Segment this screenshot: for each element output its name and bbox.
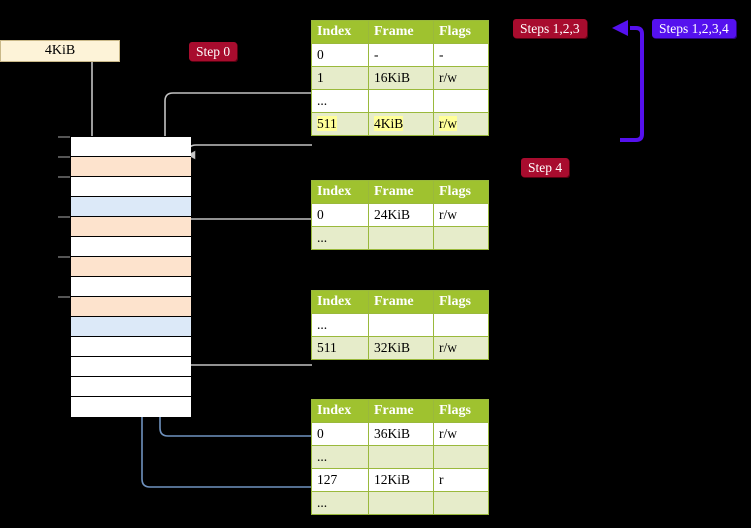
table-cell-index: 127 (311, 468, 369, 492)
highlighted-value: 511 (317, 116, 337, 131)
memory-tick-mark (58, 176, 70, 178)
column-header-index: Index (311, 20, 369, 44)
table-cell-flags: r (433, 468, 489, 492)
table-cell-frame: 4KiB (368, 112, 434, 136)
table-row: ... (311, 445, 489, 469)
memory-frame-white (71, 337, 191, 357)
badge-steps-123: Steps 1,2,3 (513, 19, 587, 38)
table-cell-flags (433, 491, 489, 515)
memory-frame-orange (71, 297, 191, 317)
table-cell-frame: 32KiB (368, 336, 434, 360)
column-header-frame: Frame (368, 399, 434, 423)
table-cell-flags (433, 445, 489, 469)
table-cell-frame (368, 313, 434, 337)
memory-frame-blue (71, 317, 191, 337)
highlighted-value: r/w (439, 116, 457, 131)
table-cell-index: ... (311, 313, 369, 337)
memory-frame-white (71, 397, 191, 417)
memory-tick-mark (58, 156, 70, 158)
table-cell-frame (368, 491, 434, 515)
column-header-index: Index (311, 399, 369, 423)
frame-label-box: 4KiB (0, 40, 120, 62)
column-header-flags: Flags (433, 290, 489, 314)
badge-step-0: Step 0 (189, 42, 238, 61)
column-header-frame: Frame (368, 290, 434, 314)
memory-tick-mark (58, 296, 70, 298)
table-cell-flags (433, 313, 489, 337)
table-cell-flags: r/w (433, 112, 489, 136)
table-cell-frame: - (368, 43, 434, 67)
table-cell-flags: r/w (433, 336, 489, 360)
column-header-frame: Frame (368, 180, 434, 204)
table-cell-frame: 24KiB (368, 203, 434, 227)
table-cell-index: ... (311, 445, 369, 469)
memory-tick-mark (58, 136, 70, 138)
column-header-index: Index (311, 290, 369, 314)
badge-step-4: Step 4 (521, 158, 570, 177)
memory-frame-white (71, 177, 191, 197)
memory-tick-mark (58, 216, 70, 218)
table-cell-flags (433, 226, 489, 250)
table-cell-index: 1 (311, 66, 369, 90)
memory-frame-orange (71, 257, 191, 277)
table-cell-frame (368, 226, 434, 250)
memory-frame-orange (71, 157, 191, 177)
table-row: ... (311, 226, 489, 250)
table-cell-index: 511 (311, 112, 369, 136)
table-row: ... (311, 89, 489, 113)
column-header-flags: Flags (433, 399, 489, 423)
table-row: ... (311, 313, 489, 337)
table-cell-index: ... (311, 491, 369, 515)
memory-frame-white (71, 237, 191, 257)
table-cell-flags: r/w (433, 422, 489, 446)
table-cell-index: 0 (311, 422, 369, 446)
table-cell-flags (433, 89, 489, 113)
memory-tick-mark (58, 256, 70, 258)
table-cell-index: 511 (311, 336, 369, 360)
table-cell-index: ... (311, 89, 369, 113)
highlighted-value: 4KiB (374, 116, 404, 131)
table-cell-index: 0 (311, 43, 369, 67)
column-header-index: Index (311, 180, 369, 204)
table-cell-index: ... (311, 226, 369, 250)
memory-frame-white (71, 137, 191, 157)
table-cell-frame (368, 445, 434, 469)
column-header-flags: Flags (433, 20, 489, 44)
table-cell-frame: 12KiB (368, 468, 434, 492)
table-cell-frame (368, 89, 434, 113)
badge-steps-1234: Steps 1,2,3,4 (652, 19, 736, 38)
memory-frame-white (71, 357, 191, 377)
memory-frame-white (71, 377, 191, 397)
memory-frame-white (71, 277, 191, 297)
memory-frame-orange (71, 217, 191, 237)
table-cell-flags: r/w (433, 66, 489, 90)
column-header-flags: Flags (433, 180, 489, 204)
table-cell-frame: 16KiB (368, 66, 434, 90)
column-header-frame: Frame (368, 20, 434, 44)
table-row: 0-- (311, 43, 489, 67)
table-cell-flags: r/w (433, 203, 489, 227)
table-cell-flags: - (433, 43, 489, 67)
table-row: 511 4KiB r/w (311, 112, 489, 136)
physical-memory-column (70, 136, 191, 417)
memory-frame-blue (71, 197, 191, 217)
table-cell-index: 0 (311, 203, 369, 227)
table-row: ... (311, 491, 489, 515)
table-cell-frame: 36KiB (368, 422, 434, 446)
